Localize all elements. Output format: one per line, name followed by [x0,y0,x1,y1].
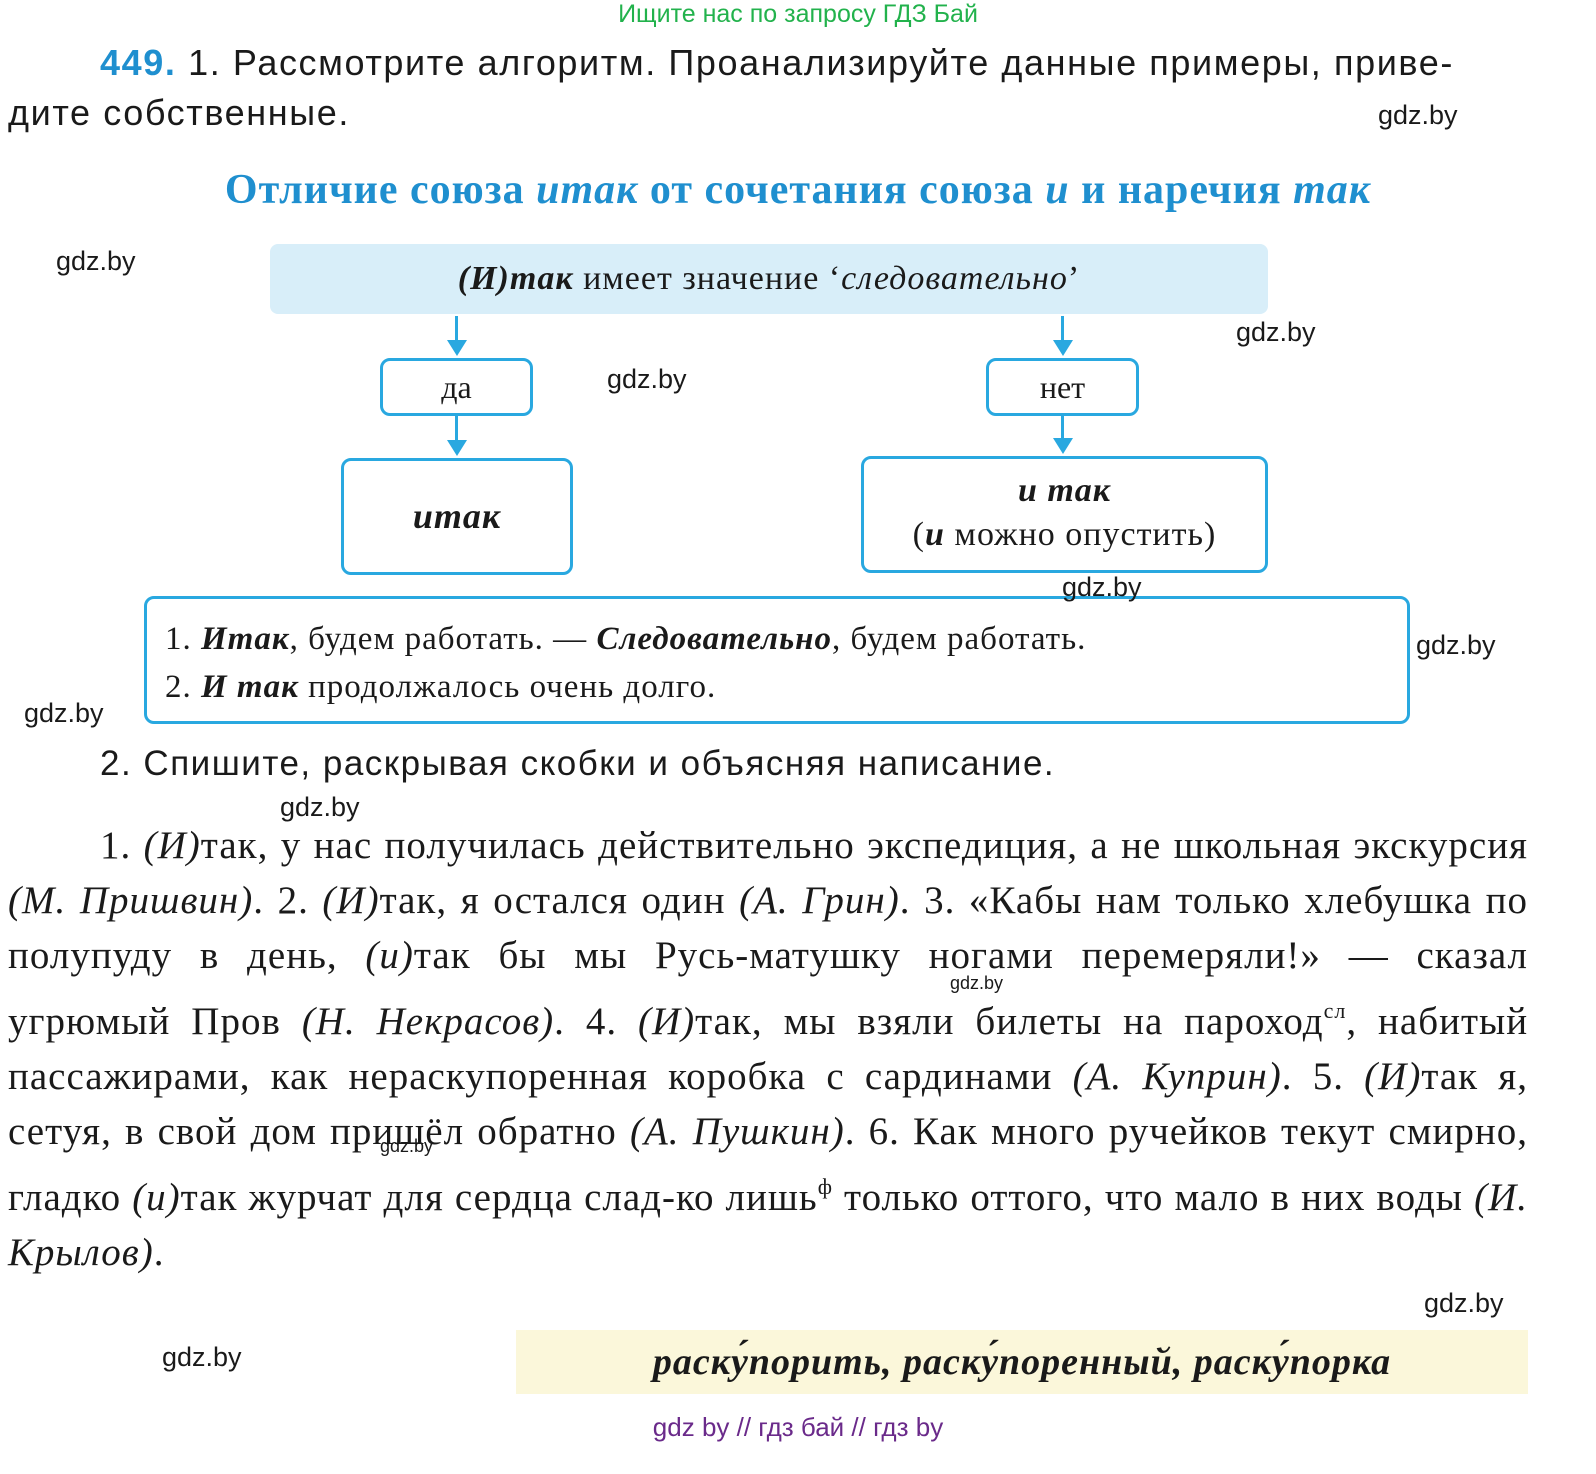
note-part: ( [912,516,925,553]
sentence-part: 1. [100,824,144,867]
condition-close: ’ [1067,260,1081,297]
task-text-line2: дите собственные. [8,92,350,133]
heading-word: итак [536,167,639,213]
vocabulary-box: раску́порить, раску́поренный, раску́порк… [516,1330,1528,1394]
example-text: , будем работать. — [289,621,597,657]
no-result-box: и так (и можно опустить) [861,456,1268,573]
sentence-part: так, я остался один [379,879,740,922]
watermark: gdz.by [1424,1288,1504,1318]
bracket-part: (И) [322,879,380,922]
condition-text: имеет значение ‘ [573,260,842,297]
author: (И. Крылов) [8,1176,1528,1274]
arrow-down-icon [447,340,467,356]
watermark: gdz.by [24,698,104,728]
sentence-part: так бы мы Русь-матушку ногами перемеряли… [8,934,1528,1043]
watermark: gdz.by [950,973,1004,993]
example-1: 1. Итак, будем работать. — Следовательно… [165,615,1407,663]
yes-result-box: итак [341,458,573,575]
condition-box: (И)так имеет значение ‘следовательно’ [270,244,1268,314]
top-banner: Ищите нас по запросу ГДЗ Бай [618,0,978,28]
rule-heading: Отличие союза итак от сочетания союза и … [0,166,1596,214]
heading-word: так [1293,167,1372,213]
arrow-line [1061,316,1064,342]
note-word: и [925,516,945,553]
footer: gdz by // гдз бай // гдз by [652,1412,944,1442]
examples-box: 1. Итак, будем работать. — Следовательно… [144,596,1410,724]
sentence-part: 6. Как много ручейков текут смирно, глад… [8,1110,1528,1219]
example-number: 1. [165,621,201,657]
watermark: gdz.by [1062,572,1142,602]
task-instruction: 449. 1. Рассмотрите алгоритм. Проанализи… [100,42,1530,84]
author: (А. Куприн) [1072,1055,1282,1098]
sentence-part: . [253,879,278,922]
arrow-line [1061,416,1064,440]
sentence-part: только оттого, что мало в них воды [832,1176,1475,1219]
sentence-part: 3. «Кабы нам только хлебушка по полупуду… [8,879,1528,977]
watermark: gdz.by [607,364,687,394]
author: (А. Пушкин) [629,1110,845,1153]
author: (А. Грин) [739,879,900,922]
example-number: 2. [165,669,201,705]
author: (Н. Некрасов) [301,1000,555,1043]
no-result-word: и так [1017,472,1112,509]
no-box: нет [986,358,1139,416]
watermark: gdz.by [380,1136,434,1156]
arrow-down-icon [1053,438,1073,454]
watermark: gdz.by [1236,317,1316,347]
sentence-part: . [1281,1055,1313,1098]
arrow-down-icon [447,440,467,456]
yes-box: да [380,358,533,416]
watermark: gdz.by [1416,630,1496,660]
task-number: 449. [100,42,177,83]
example-text: , будем работать. [832,621,1087,657]
arrow-line [455,416,458,442]
task-text-line1: 1. Рассмотрите алгоритм. Проанализируйте… [188,42,1454,83]
sentence-part: . [153,1231,165,1274]
bracket-part: (и) [132,1176,181,1219]
arrow-line [455,316,458,342]
heading-part: от сочетания союза [638,167,1046,213]
sentence-part: так журчат для сердца слад-ко лишь [180,1176,818,1219]
condition-word: (И)так [457,260,574,297]
watermark: gdz.by [162,1342,242,1372]
example-word: И так [201,669,299,705]
sentence-part: . [554,1000,586,1043]
example-2: 2. И так продолжалось очень долго. [165,663,1407,711]
example-word: Итак [201,621,290,657]
no-result-note: (и можно опустить) [864,513,1265,557]
watermark: gdz.by [56,246,136,276]
sentence-part: 5. [1312,1055,1365,1098]
heading-word: и [1045,167,1070,213]
sentence-part: . [899,879,925,922]
sentence-part: , набитый пассажирами, как нераскупоренн… [8,1000,1529,1098]
superscript-mark: сл [1323,998,1347,1023]
watermark: gdz.by [1378,100,1458,130]
exercise-paragraph: 1. (И)так, у нас получилась действительн… [8,818,1528,1280]
bracket-part: (И) [1364,1055,1422,1098]
sentence-part: 4. [585,1000,638,1043]
exercise-text: 1. (И)так, у нас получилась действительн… [8,818,1528,1280]
sentence-part: 2. [277,879,323,922]
heading-part: и наречия [1069,167,1294,213]
watermark: gdz.by [280,792,360,822]
bracket-part: (И) [143,824,201,867]
sentence-part: так, мы взяли билеты на пароход [695,1000,1324,1043]
example-text: продолжалось очень долго. [298,669,717,705]
condition-meaning: следовательно [841,260,1068,297]
sentence-part: так, у нас получилась действительно эксп… [200,824,1528,867]
sentence-part: так я, сетуя, в свой дом пришёл обратно [8,1055,1528,1153]
heading-part: Отличие союза [224,167,537,213]
task-2-instruction: 2. Спишите, раскрывая скобки и объясняя … [100,744,1056,783]
superscript-mark: ф [817,1174,833,1199]
arrow-down-icon [1053,340,1073,356]
sentence-part: . [844,1110,869,1153]
author: (М. Пришвин) [8,879,254,922]
bracket-part: (и) [365,934,414,977]
bracket-part: (И) [638,1000,696,1043]
note-part: можно опустить) [944,516,1217,553]
example-word: Следовательно [596,621,832,657]
